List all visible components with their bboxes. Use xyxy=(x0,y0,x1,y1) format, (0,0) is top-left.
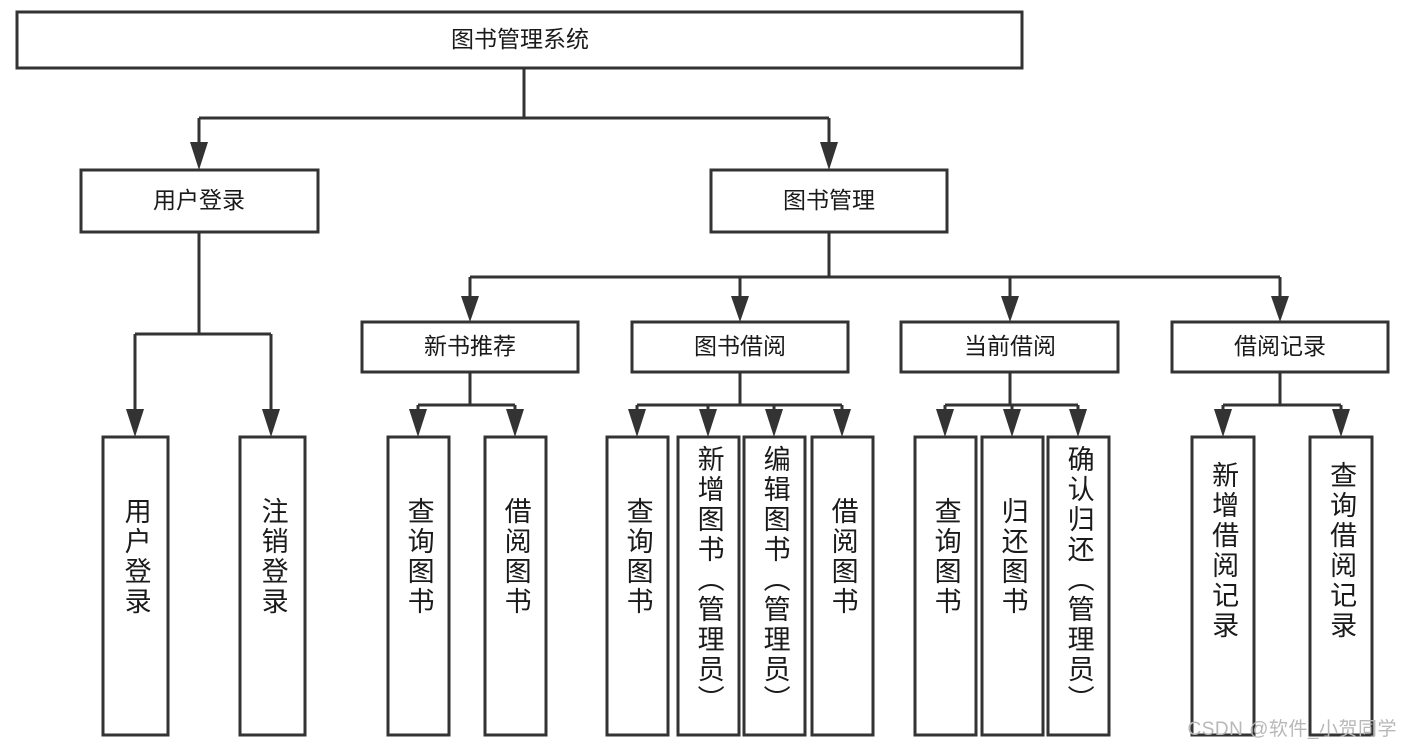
arrow-head-leaf-query-record xyxy=(1332,409,1350,437)
arrow-head-leaf-query-book-2 xyxy=(628,409,646,437)
leaf-box-add-borrow-record[interactable] xyxy=(1190,435,1256,737)
node-user-login[interactable]: 用户登录 xyxy=(79,168,320,234)
node-book-borrow[interactable]: 图书借阅 xyxy=(630,320,850,374)
arrow-head-leaf-query-book-1 xyxy=(409,409,427,437)
arrow-head-leaf-borrow-book-1 xyxy=(506,409,524,437)
node-new-book-recommend-label: 新书推荐 xyxy=(424,333,516,359)
node-root-system-label: 图书管理系统 xyxy=(451,26,589,52)
node-user-login-label: 用户登录 xyxy=(153,187,245,213)
node-new-book-recommend-rect[interactable] xyxy=(360,320,580,374)
node-borrow-record[interactable]: 借阅记录 xyxy=(1170,320,1390,374)
leaf-box-query-book-1[interactable] xyxy=(386,435,451,737)
arrow-head-leaf-logout xyxy=(262,409,280,437)
node-new-book-recommend[interactable]: 新书推荐 xyxy=(360,320,580,374)
connector-layer xyxy=(126,68,1350,437)
leaf-box-borrow-book-1[interactable] xyxy=(483,435,548,737)
node-current-borrow-rect[interactable] xyxy=(899,320,1120,374)
arrow-head-leaf-user-login xyxy=(126,409,144,437)
node-book-management-rect[interactable] xyxy=(709,168,949,234)
leaf-box-borrow-book-2[interactable] xyxy=(810,435,875,737)
leaf-box-edit-book-admin[interactable] xyxy=(742,435,807,737)
node-current-borrow-label: 当前借阅 xyxy=(964,333,1056,359)
arrow-head-leaf-add-record xyxy=(1214,409,1232,437)
node-borrow-record-rect[interactable] xyxy=(1170,320,1390,374)
node-root-system[interactable]: 图书管理系统 xyxy=(15,10,1024,70)
node-current-borrow[interactable]: 当前借阅 xyxy=(899,320,1120,374)
csdn-watermark: CSDN @软件_小贺同学 xyxy=(1187,719,1397,740)
leaf-box-query-book-3[interactable] xyxy=(913,435,978,737)
arrow-head-leaf-confirm-return xyxy=(1069,409,1087,437)
node-borrow-record-label: 借阅记录 xyxy=(1234,333,1326,359)
node-book-borrow-label: 图书借阅 xyxy=(694,333,786,359)
leaf-box-query-borrow-record[interactable] xyxy=(1308,435,1374,737)
leaf-box-query-book-2[interactable] xyxy=(605,435,670,737)
node-book-management-label: 图书管理 xyxy=(783,187,875,213)
leaf-box-user-login[interactable] xyxy=(101,435,170,737)
arrow-head-leaf-edit-book xyxy=(765,409,783,437)
arrow-head-borrow-record xyxy=(1271,296,1289,322)
arrow-head-leaf-return-book xyxy=(1003,409,1021,437)
leaf-box-return-book[interactable] xyxy=(980,435,1045,737)
node-book-borrow-rect[interactable] xyxy=(630,320,850,374)
node-user-login-rect[interactable] xyxy=(79,168,320,234)
node-book-management[interactable]: 图书管理 xyxy=(709,168,949,234)
leaf-box-confirm-return-admin[interactable] xyxy=(1046,435,1111,737)
arrow-head-current-borrow xyxy=(1001,296,1019,322)
arrow-head-book-mgmt xyxy=(820,142,838,170)
leaf-box-logout[interactable] xyxy=(238,435,307,737)
arrow-head-leaf-query-book-3 xyxy=(936,409,954,437)
arrow-head-leaf-borrow-book-2 xyxy=(833,409,851,437)
arrow-head-user-login xyxy=(190,142,208,170)
arrow-head-leaf-add-book xyxy=(699,409,717,437)
arrow-head-book-borrow xyxy=(731,296,749,322)
arrow-head-new-book-rec xyxy=(461,296,479,322)
leaf-box-add-book-admin[interactable] xyxy=(676,435,741,737)
node-root-system-rect[interactable] xyxy=(15,10,1024,70)
